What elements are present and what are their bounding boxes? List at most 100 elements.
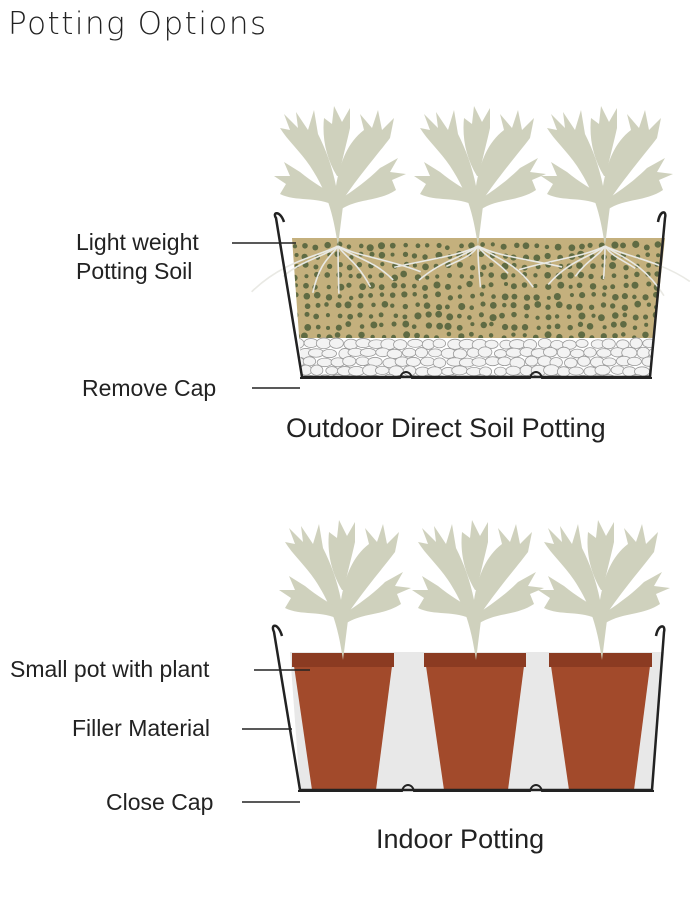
pebble [342, 356, 357, 367]
soil-dot [611, 273, 617, 279]
soil-dot [456, 324, 463, 331]
soil-dot [655, 321, 663, 329]
soil-dot [588, 304, 595, 310]
label-remove-cap: Remove Cap [82, 375, 216, 401]
soil-dot [402, 314, 408, 320]
soil-dot [447, 273, 452, 278]
soil-dot [325, 313, 331, 318]
soil-dot [590, 263, 596, 269]
pebble [405, 375, 422, 377]
soil-dot [393, 313, 399, 319]
soil-dot [378, 284, 385, 291]
soil-dot [501, 323, 509, 331]
soil-dot [555, 301, 563, 309]
soil-dot [412, 263, 417, 268]
soil-dot [378, 312, 384, 318]
pebble [543, 364, 560, 376]
soil-dot [381, 301, 389, 308]
soil-dot [334, 332, 341, 338]
soil-dot [348, 295, 354, 301]
soil-dot [425, 311, 432, 318]
label-filler: Filler Material [72, 715, 210, 741]
soil-dot [444, 322, 452, 330]
soil-dot [313, 313, 320, 320]
pebble [303, 338, 319, 348]
soil-dot [544, 271, 551, 279]
pebble [602, 357, 617, 367]
pebble [405, 356, 421, 367]
pebble [477, 346, 493, 358]
soil-dot [511, 332, 516, 337]
caption-outdoor: Outdoor Direct Soil Potting [286, 413, 606, 443]
soil-dot [591, 313, 596, 318]
pebble [627, 356, 642, 367]
soil-dot [545, 283, 552, 290]
soil-dot [533, 294, 540, 301]
soil-dot [586, 323, 594, 330]
pebble [505, 347, 523, 358]
root [445, 245, 479, 268]
root [418, 245, 479, 281]
soil-dot [302, 242, 308, 249]
soil-dot [403, 331, 411, 339]
pebble [343, 375, 358, 377]
soil-dot [621, 304, 629, 311]
soil-dot [379, 292, 385, 297]
soil-dot [315, 302, 321, 308]
pebble [493, 349, 508, 359]
soil-dot [347, 313, 354, 320]
outdoor-plants [274, 106, 673, 246]
pebble [369, 375, 383, 377]
soil-dot [470, 293, 476, 299]
soil-dot [402, 320, 410, 328]
pebble [497, 356, 512, 367]
soil-dot [646, 262, 651, 268]
soil-dot [435, 291, 442, 298]
soil-dot [435, 304, 443, 311]
soil-dot [566, 314, 572, 319]
pebble [317, 374, 333, 377]
soil-dot [444, 283, 451, 290]
soil-dot [401, 291, 408, 298]
close-cap-bottom [298, 784, 654, 792]
soil-dot [294, 253, 299, 258]
soil-dot [544, 252, 551, 260]
pebble [610, 365, 625, 375]
soil-dot [312, 244, 319, 251]
soil-dot [623, 264, 629, 271]
outdoor-planter: Light weight Potting Soil Remove Cap Out… [76, 106, 691, 443]
soil-dot [466, 280, 473, 288]
label-soil-line2: Potting Soil [76, 258, 192, 284]
pebble [359, 348, 377, 357]
pebble [292, 346, 299, 359]
soil-dot [424, 243, 430, 248]
soil-dot [491, 294, 496, 299]
pebble [451, 365, 468, 376]
pebble [485, 374, 500, 377]
soil-dot [402, 303, 409, 310]
soil-dot [523, 303, 531, 311]
soil-dot [346, 264, 353, 271]
root [477, 245, 482, 288]
pebble [660, 347, 665, 359]
root [604, 245, 665, 297]
soil-dot [304, 274, 309, 279]
root [477, 245, 509, 274]
soil-dot [611, 241, 619, 249]
soil-dot [326, 325, 331, 330]
pebble [543, 346, 558, 358]
soil-dot [356, 273, 362, 279]
soil-dot [546, 295, 551, 300]
pebble [329, 337, 344, 349]
pebble [556, 366, 571, 377]
small-pot-rim [549, 653, 652, 667]
pebble [407, 338, 424, 348]
soil-dot [655, 333, 662, 339]
soil-dot [610, 284, 616, 290]
soil-dot [447, 295, 454, 301]
pebble [421, 374, 435, 377]
soil-dot [348, 273, 353, 279]
soil-dot [642, 294, 649, 301]
soil-dot [344, 301, 352, 309]
